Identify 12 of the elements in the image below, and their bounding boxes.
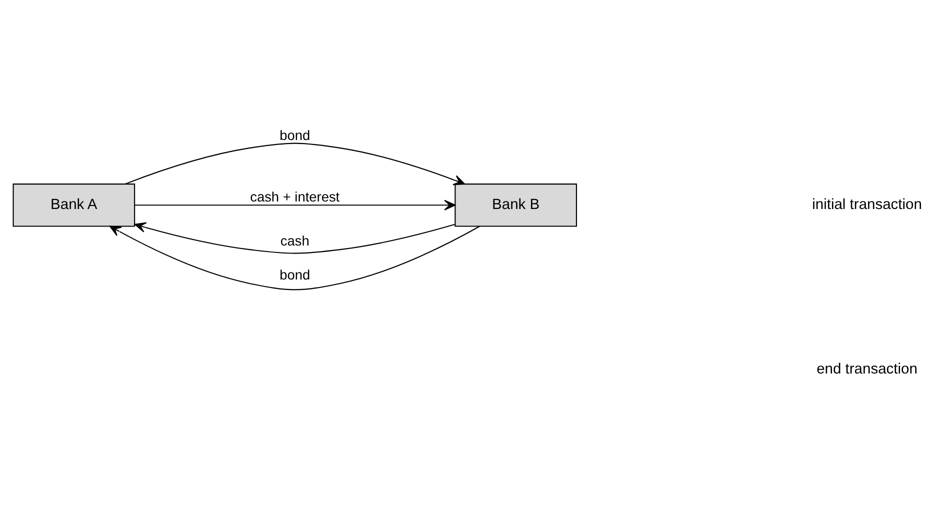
arrow — [124, 142, 466, 185]
arrow — [134, 222, 456, 254]
edge-label: bond — [280, 266, 310, 282]
node-box: Bank B — [454, 183, 577, 226]
arrow — [109, 225, 480, 290]
label: initial transaction — [812, 196, 922, 213]
edge-label: cash — [280, 233, 310, 248]
edge-label: bond — [280, 128, 310, 143]
label: end transaction — [816, 361, 918, 378]
arrow — [134, 199, 456, 210]
edge-label: cash + interest — [250, 188, 340, 204]
node-box: Bank A — [12, 183, 136, 226]
